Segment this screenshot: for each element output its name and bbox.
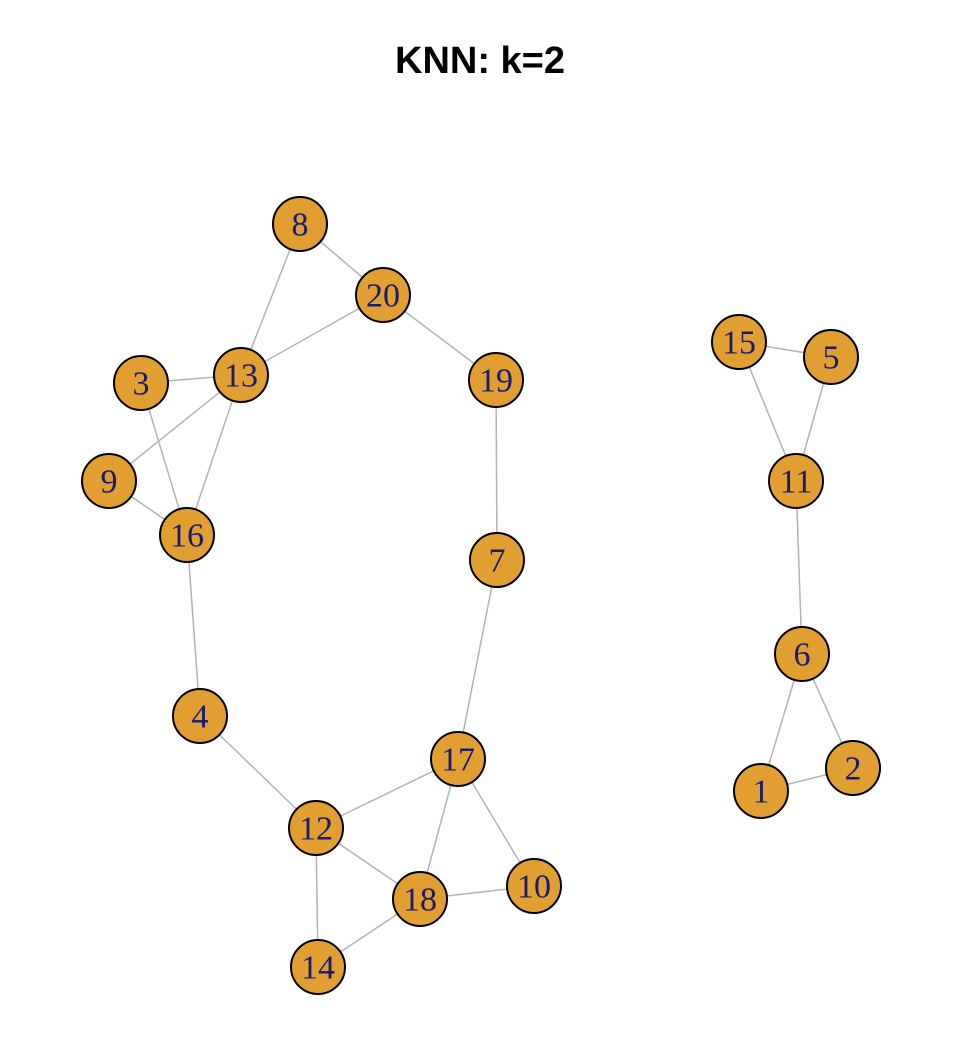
node-label: 15 bbox=[722, 325, 756, 362]
node-label: 11 bbox=[780, 464, 813, 501]
edge-9-13 bbox=[108, 374, 242, 482]
node-label: 19 bbox=[479, 363, 513, 400]
node-4: 4 bbox=[172, 688, 228, 744]
node-6: 6 bbox=[774, 626, 830, 682]
node-label: 16 bbox=[170, 518, 204, 555]
node-label: 2 bbox=[845, 751, 862, 788]
node-circle bbox=[288, 800, 344, 856]
node-circle bbox=[506, 858, 562, 914]
node-2: 2 bbox=[825, 740, 881, 796]
node-circle bbox=[430, 731, 486, 787]
node-circle bbox=[213, 347, 269, 403]
node-label: 8 bbox=[292, 207, 309, 244]
node-label: 20 bbox=[366, 278, 400, 315]
node-label: 6 bbox=[794, 637, 811, 674]
node-label: 18 bbox=[403, 882, 437, 919]
node-label: 3 bbox=[133, 366, 150, 403]
node-17: 17 bbox=[430, 731, 486, 787]
edge-11-6 bbox=[795, 480, 803, 655]
node-label: 1 bbox=[753, 774, 770, 811]
node-1: 1 bbox=[733, 763, 789, 819]
node-7: 7 bbox=[469, 532, 525, 588]
node-label: 13 bbox=[224, 358, 258, 395]
node-label: 14 bbox=[301, 950, 335, 987]
edge-19-7 bbox=[495, 379, 498, 561]
node-15: 15 bbox=[711, 314, 767, 370]
node-12: 12 bbox=[288, 800, 344, 856]
node-18: 18 bbox=[392, 871, 448, 927]
node-5: 5 bbox=[803, 329, 859, 385]
node-circle bbox=[774, 626, 830, 682]
node-circle bbox=[172, 688, 228, 744]
node-circle bbox=[272, 196, 328, 252]
node-circle bbox=[81, 453, 137, 509]
node-label: 7 bbox=[489, 543, 506, 580]
node-14: 14 bbox=[290, 939, 346, 995]
node-10: 10 bbox=[506, 858, 562, 914]
node-3: 3 bbox=[113, 355, 169, 411]
node-circle bbox=[113, 355, 169, 411]
edge-7-17 bbox=[457, 559, 498, 760]
node-circle bbox=[355, 267, 411, 323]
node-label: 12 bbox=[299, 811, 333, 848]
graph-title: KNN: k=2 bbox=[395, 40, 565, 82]
node-16: 16 bbox=[159, 507, 215, 563]
node-11: 11 bbox=[768, 453, 824, 509]
node-circle bbox=[733, 763, 789, 819]
node-label: 10 bbox=[517, 869, 551, 906]
node-circle bbox=[711, 314, 767, 370]
node-label: 4 bbox=[192, 699, 209, 736]
node-circle bbox=[468, 352, 524, 408]
edge-16-13 bbox=[186, 374, 242, 536]
node-label: 9 bbox=[101, 464, 118, 501]
node-20: 20 bbox=[355, 267, 411, 323]
edge-4-16 bbox=[186, 534, 201, 717]
node-circle bbox=[290, 939, 346, 995]
node-label: 17 bbox=[441, 742, 475, 779]
node-circle bbox=[768, 453, 824, 509]
node-8: 8 bbox=[272, 196, 328, 252]
node-9: 9 bbox=[81, 453, 137, 509]
node-circle bbox=[803, 329, 859, 385]
node-circle bbox=[392, 871, 448, 927]
node-label: 5 bbox=[823, 340, 840, 377]
node-circle bbox=[159, 507, 215, 563]
node-circle bbox=[469, 532, 525, 588]
node-circle bbox=[825, 740, 881, 796]
node-19: 19 bbox=[468, 352, 524, 408]
node-13: 13 bbox=[213, 347, 269, 403]
